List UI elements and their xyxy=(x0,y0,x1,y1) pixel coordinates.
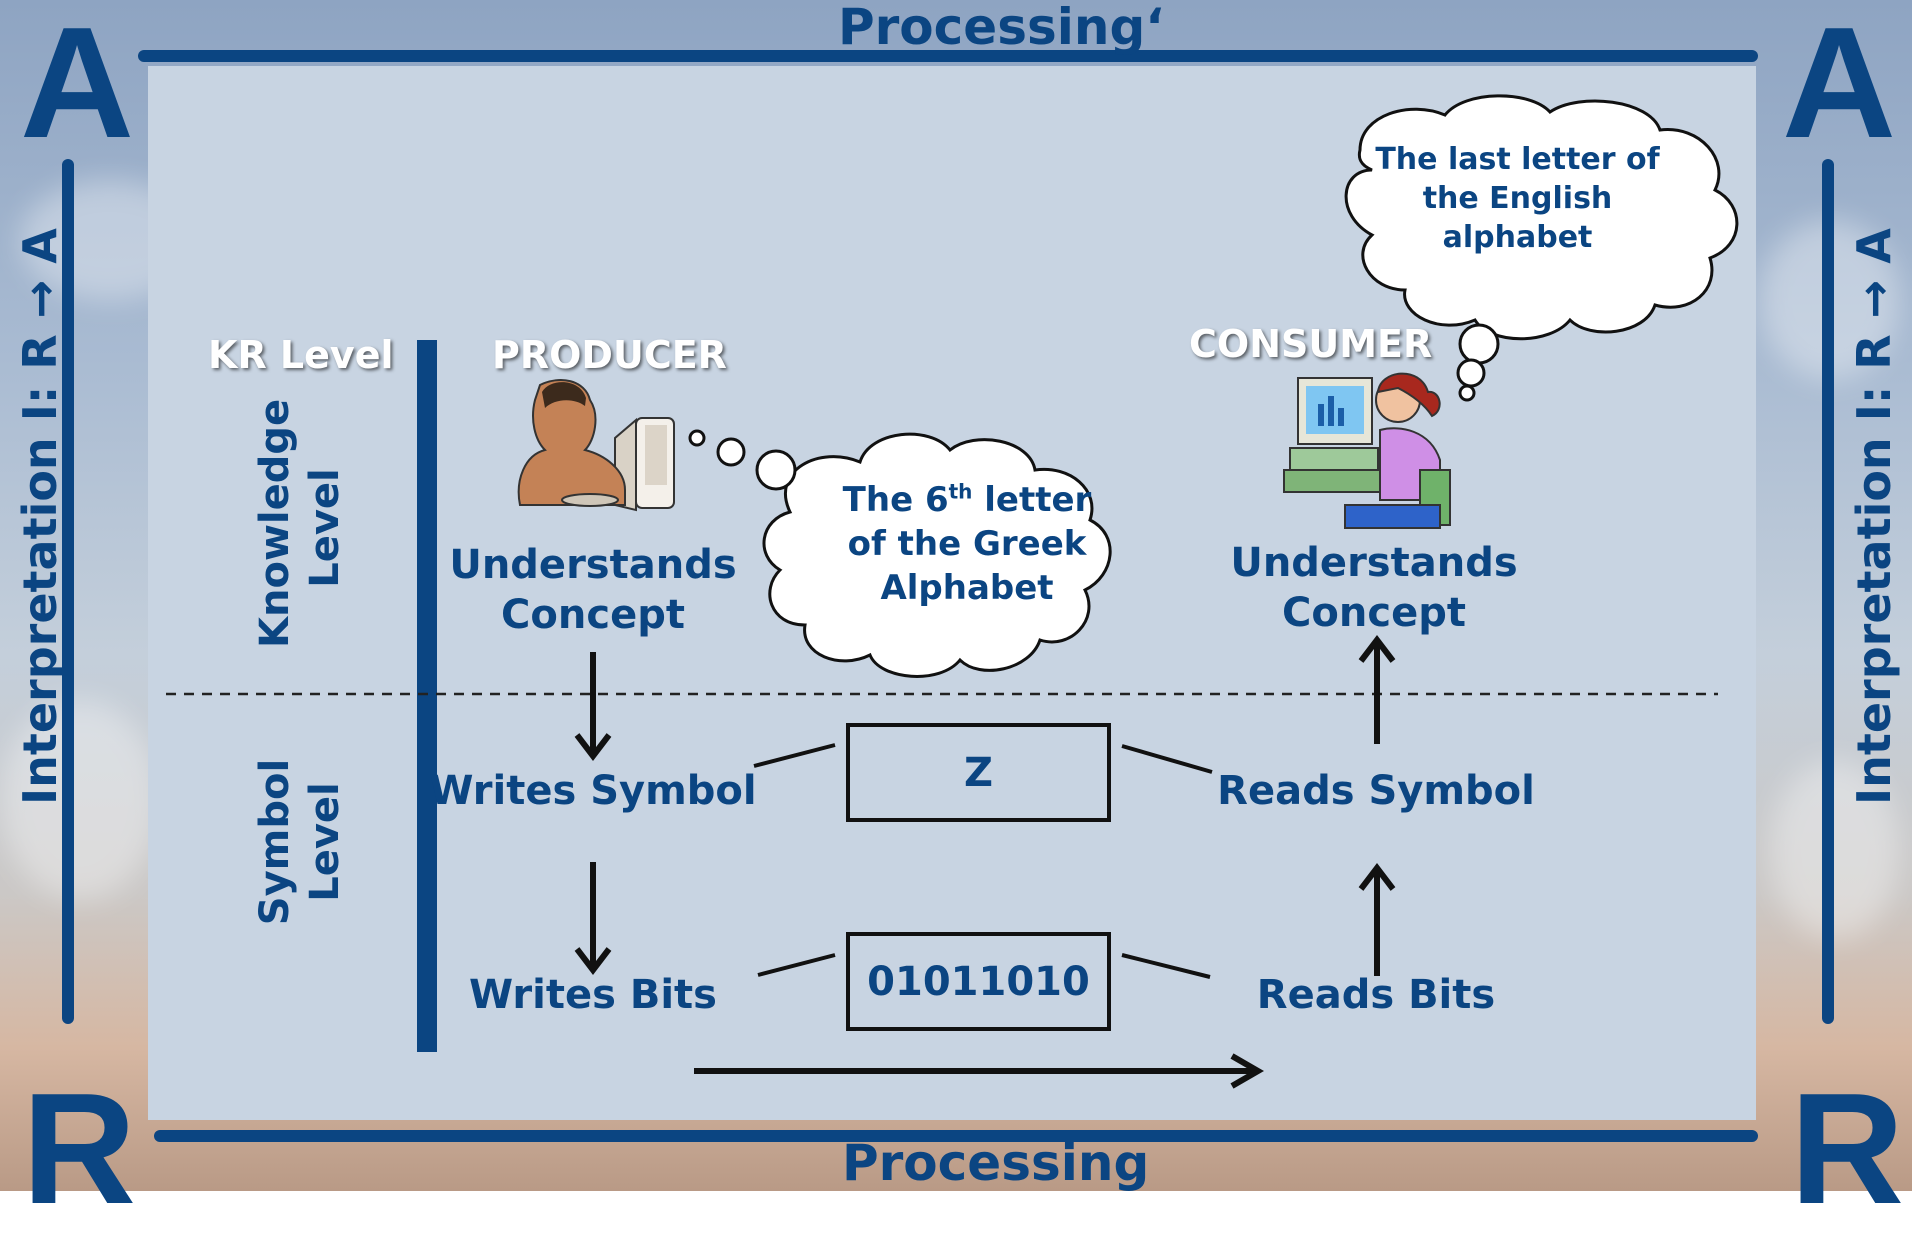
symbol-box: Z xyxy=(846,723,1111,822)
symbol-level-line1: Symbol xyxy=(252,758,298,926)
producer-person-at-computer-icon xyxy=(517,379,675,512)
producer-understands-line2: Concept xyxy=(501,592,685,638)
producer-arrow-1 xyxy=(574,652,612,761)
consumer-understands-line1: Understands xyxy=(1230,540,1518,586)
consumer-thought-line3: alphabet xyxy=(1442,220,1593,255)
consumer-arrow-2 xyxy=(1358,863,1396,976)
knowledge-level-line2: Level xyxy=(302,468,348,588)
consumer-thought-line2: the English xyxy=(1422,181,1613,216)
consumer-title: CONSUMER xyxy=(1189,322,1433,366)
producer-thought-post: letter xyxy=(972,480,1092,520)
consumer-thought-text: The last letter of the English alphabet xyxy=(1375,140,1660,257)
producer-thought-sup: th xyxy=(948,479,973,504)
knowledge-level-line1: Knowledge xyxy=(252,398,298,648)
consumer-person-at-computer-icon xyxy=(1283,372,1451,529)
corner-letter-top-left: A xyxy=(20,0,135,171)
bits-box: 01011010 xyxy=(846,932,1111,1031)
consumer-reads-bits: Reads Bits xyxy=(1256,972,1496,1018)
producer-thought-text: The 6th letter of the Greek Alphabet xyxy=(812,478,1122,611)
box-connectors xyxy=(753,743,1213,979)
consumer-thought-line1: The last letter of xyxy=(1375,142,1660,177)
consumer-arrow-1 xyxy=(1358,635,1396,744)
consumer-thought-cloud xyxy=(1344,94,1739,402)
consumer-reads-symbol: Reads Symbol xyxy=(1217,768,1535,814)
transmission-arrow xyxy=(694,1053,1265,1089)
consumer-understands-line2: Concept xyxy=(1282,590,1466,636)
kr-level-header: KR Level xyxy=(208,333,394,377)
producer-thought-pre: The 6 xyxy=(842,480,949,520)
consumer-understands-concept: Understands Concept xyxy=(1224,538,1524,638)
frame-lines xyxy=(62,50,1834,1142)
diagram-drawing xyxy=(166,94,1739,1089)
symbol-level-line2: Level xyxy=(302,782,348,902)
producer-thought-line2: of the Greek xyxy=(847,524,1087,565)
producer-thought-line1: The 6th letter xyxy=(812,478,1122,522)
producer-title: PRODUCER xyxy=(492,333,727,377)
corner-letter-top-right: A xyxy=(1782,0,1897,171)
producer-understands-line1: Understands xyxy=(449,542,737,588)
knowledge-level-label: Knowledge Level xyxy=(250,398,350,648)
bottom-processing-title: Processing xyxy=(842,1134,1150,1192)
producer-writes-bits: Writes Bits xyxy=(469,972,717,1018)
symbol-level-label: Symbol Level xyxy=(250,722,350,962)
producer-thought-cloud xyxy=(688,429,1112,678)
producer-understands-concept: Understands Concept xyxy=(443,540,743,640)
producer-arrow-2 xyxy=(574,862,612,975)
producer-writes-symbol: Writes Symbol xyxy=(429,768,757,814)
producer-thought-line3: Alphabet xyxy=(880,568,1054,609)
top-processing-title: Processing‘ xyxy=(838,0,1165,56)
